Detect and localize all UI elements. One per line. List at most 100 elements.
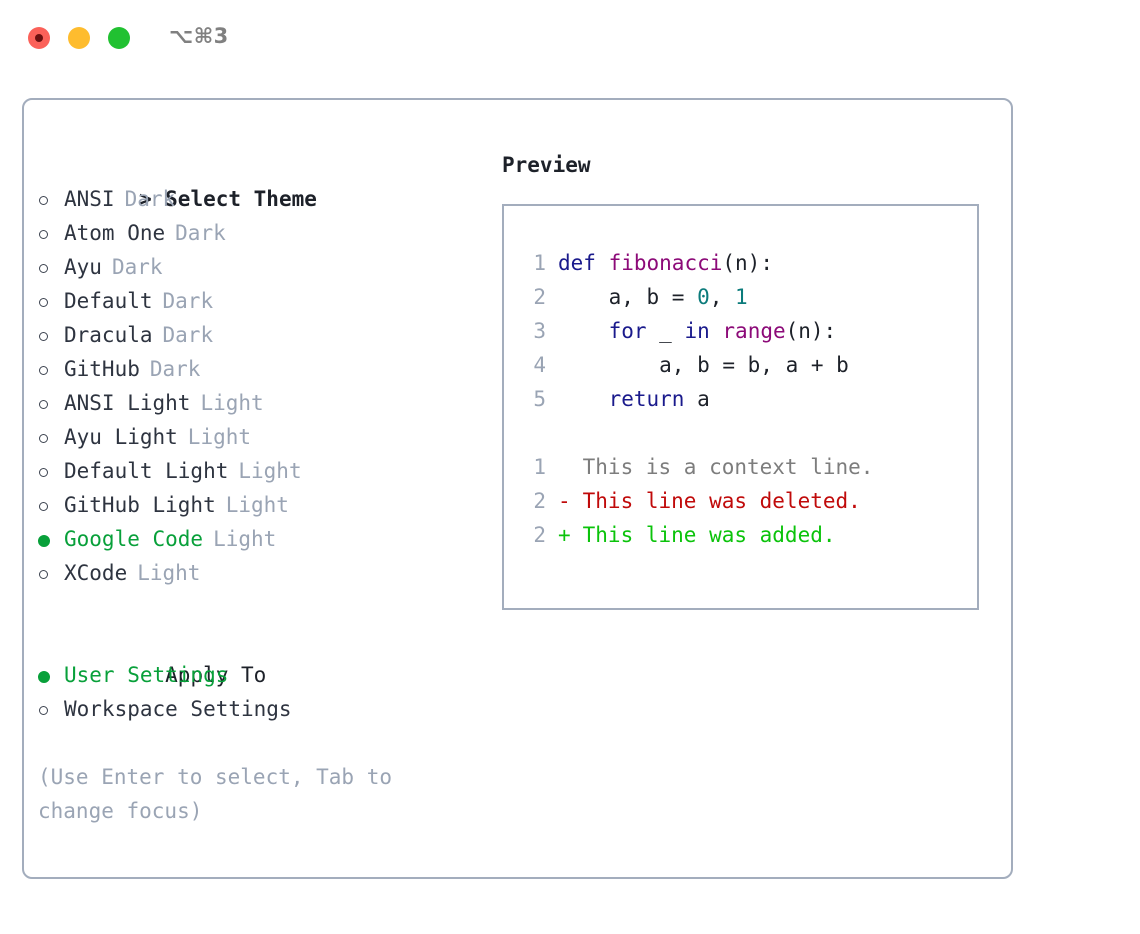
code-token-kw: return (608, 387, 685, 411)
theme-option-kind: Dark (124, 187, 176, 211)
radio-selected-icon (38, 523, 64, 557)
diff-marker (558, 450, 570, 484)
line-number: 2 (533, 489, 546, 513)
code-token-plain: a, b = b, a + b (558, 353, 849, 377)
theme-option-kind: Dark (175, 221, 226, 245)
radio-unselected-icon (38, 285, 64, 319)
theme-option-kind: Light (200, 391, 264, 415)
code-token-plain: a (684, 387, 710, 411)
code-token-plain (596, 251, 609, 275)
code-token-kw: for (608, 319, 647, 343)
theme-option-label: Ayu Light (64, 425, 178, 449)
line-number: 2 (533, 523, 546, 547)
code-token-plain (558, 319, 609, 343)
preview-title: Preview (502, 153, 591, 177)
theme-option-label: Atom One (64, 221, 166, 245)
window-shortcut-label: ⌥⌘3 (169, 24, 229, 48)
code-token-num: 1 (735, 285, 748, 309)
keyboard-hint-text: (Use Enter to select, Tab to change focu… (38, 765, 393, 823)
code-line: 2 a, b = 0, 1 (520, 280, 873, 314)
code-diff-gap (520, 416, 873, 450)
radio-unselected-icon (38, 217, 64, 251)
radio-unselected-icon (38, 319, 64, 353)
diff-line-add: 2+ This line was added. (520, 518, 873, 552)
theme-option-kind: Dark (162, 323, 214, 347)
theme-option-kind: Light (238, 459, 302, 483)
diff-marker: - (558, 489, 571, 513)
theme-option-github[interactable]: GitHub Dark (38, 352, 488, 386)
theme-section-header: > Select Theme (38, 148, 488, 211)
theme-option-ayu-light[interactable]: Ayu Light Light (38, 420, 488, 454)
theme-option-kind: Light (137, 561, 201, 585)
minimize-button[interactable] (68, 27, 90, 49)
code-token-plain (710, 319, 723, 343)
focus-caret-icon: > (139, 187, 152, 211)
close-button[interactable] (28, 27, 50, 49)
apply-option-label: Workspace Settings (64, 697, 292, 721)
window-titlebar: ⌥⌘3 (0, 0, 1140, 78)
code-token-kw: in (684, 319, 710, 343)
theme-option-atom-one[interactable]: Atom One Dark (38, 216, 488, 250)
section-spacer (38, 590, 488, 624)
code-token-fn: fibonacci (608, 251, 723, 275)
diff-text: This line was deleted. (570, 489, 861, 513)
diff-text: This is a context line. (570, 455, 874, 479)
code-token-punc: (n): (785, 319, 837, 343)
line-number: 4 (533, 353, 546, 377)
theme-option-kind: Dark (149, 357, 201, 381)
theme-option-label: GitHub (64, 357, 140, 381)
theme-option-ansi[interactable]: ANSI Dark (38, 182, 488, 216)
line-number: 1 (533, 455, 546, 479)
code-line: 4 a, b = b, a + b (520, 348, 873, 382)
theme-option-label: Default Light (64, 459, 229, 483)
code-token-plain: a, b = (558, 285, 698, 309)
theme-option-label: ANSI Light (64, 391, 191, 415)
theme-option-ayu[interactable]: Ayu Dark (38, 250, 488, 284)
line-number: 1 (533, 251, 546, 275)
apply-option-workspace-settings[interactable]: Workspace Settings (38, 692, 488, 726)
theme-option-label: GitHub Light (64, 493, 216, 517)
radio-unselected-icon (38, 455, 64, 489)
diff-line-ctx: 1 This is a context line. (520, 450, 873, 484)
radio-unselected-icon (38, 183, 64, 217)
theme-option-default[interactable]: Default Dark (38, 284, 488, 318)
maximize-button[interactable] (108, 27, 130, 49)
theme-option-kind: Dark (162, 289, 214, 313)
code-line: 5 return a (520, 382, 873, 416)
apply-option-user-settings[interactable]: User Settings (38, 658, 488, 692)
radio-unselected-icon (38, 251, 64, 285)
theme-option-label: ANSI (64, 187, 115, 211)
apply-section-header: Apply To (38, 624, 488, 687)
diff-line-del: 2- This line was deleted. (520, 484, 873, 518)
code-token-plain (558, 387, 609, 411)
theme-option-ansi-light[interactable]: ANSI Light Light (38, 386, 488, 420)
theme-option-label: Google Code (64, 527, 204, 551)
code-line: 3 for _ in range(n): (520, 314, 873, 348)
theme-option-default-light[interactable]: Default Light Light (38, 454, 488, 488)
theme-option-kind: Light (187, 425, 252, 449)
theme-option-xcode[interactable]: XCode Light (38, 556, 488, 590)
code-token-num: 0 (697, 285, 710, 309)
theme-option-label: XCode (64, 561, 128, 585)
theme-option-label: Ayu (64, 255, 102, 279)
theme-option-kind: Dark (111, 255, 163, 279)
theme-section-title: Select Theme (165, 187, 317, 211)
radio-unselected-icon (38, 557, 64, 591)
code-token-punc: (n): (722, 251, 773, 275)
line-number: 5 (533, 387, 546, 411)
diff-text: This line was added. (570, 523, 836, 547)
radio-unselected-icon (38, 421, 64, 455)
theme-option-label: Default (64, 289, 153, 313)
line-number: 3 (533, 319, 546, 343)
code-token-plain: _ (646, 319, 685, 343)
